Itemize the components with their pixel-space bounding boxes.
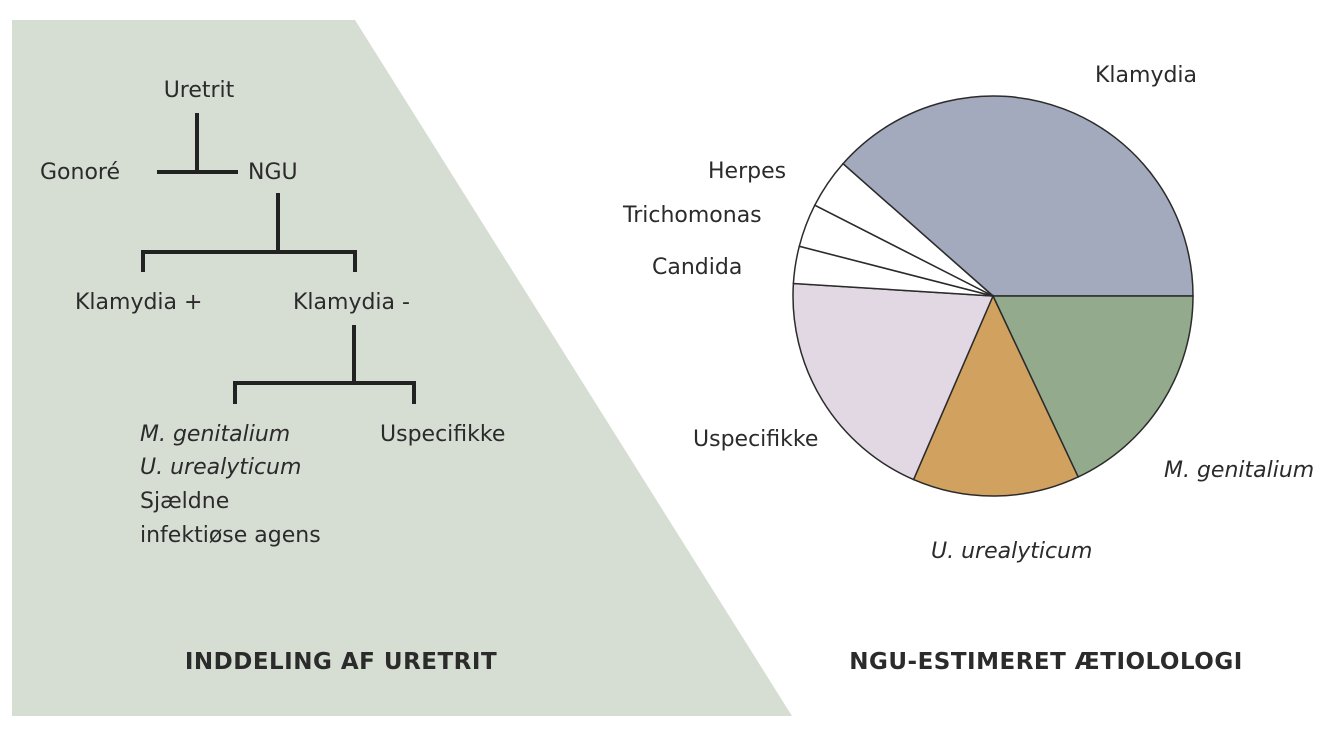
node-uspecifikke: Uspecifikke [380, 422, 505, 447]
node-uretrit: Uretrit [164, 78, 235, 103]
pie-chart [792, 95, 1194, 497]
node-klamydia-positive: Klamydia + [75, 290, 202, 315]
pie-label-candida: Candida [652, 255, 742, 280]
node-ngu: NGU [248, 160, 298, 185]
classification-tree-labels: Uretrit Gonoré NGU Klamydia + Klamydia -… [40, 78, 505, 548]
pie-chart-labels: Klamydia M. genitalium U. urealyticum Uspec… [622, 63, 1314, 564]
pie-label-u-urealyticum: U. urealyticum [931, 539, 1092, 564]
left-panel-title: INDDELING AF URETRIT [185, 649, 497, 675]
pie-slice-klamydia [841, 95, 1194, 297]
pie-slice-herpes [813, 162, 994, 297]
node-u-urealyticum: U. urealyticum [140, 455, 301, 480]
classification-tree-lines [141, 113, 416, 404]
node-infektiose-agens: infektiøse agens [140, 523, 321, 548]
pie-slice-u-urealyticum [912, 294, 1080, 497]
node-gonore: Gonoré [40, 160, 120, 185]
pie-label-herpes: Herpes [708, 159, 786, 184]
pie-label-uspecifikke: Uspecifikke [693, 427, 818, 452]
left-panel-background [12, 20, 792, 716]
node-sjaeldne: Sjældne [140, 489, 229, 514]
pie-slice-m-genitalium [991, 295, 1194, 478]
pie-label-m-genitalium: M. genitalium [1164, 458, 1314, 483]
pie-slice-uspecifikke [792, 282, 995, 481]
node-m-genitalium: M. genitalium [140, 422, 290, 447]
chart-title: NGU-ESTIMERET ÆTIOLOLOGI [849, 649, 1243, 675]
pie-label-trichomonas: Trichomonas [622, 203, 762, 228]
node-klamydia-negative: Klamydia - [293, 290, 410, 315]
pie-label-klamydia: Klamydia [1095, 63, 1197, 88]
